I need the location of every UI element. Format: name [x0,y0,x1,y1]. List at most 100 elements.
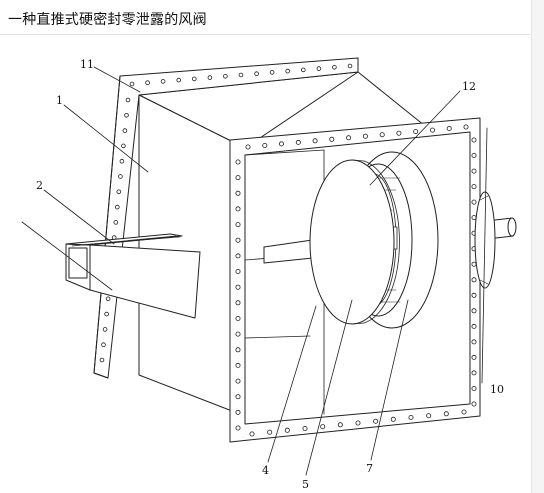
bolt-hole [320,424,326,430]
label-5: 5 [302,478,309,491]
bolt-hole [235,175,241,181]
part-labels: 11 1 2 12 10 4 5 7 [36,58,504,491]
bolt-hole [471,292,477,298]
bolt-hole [119,158,125,164]
bolt-hole [471,401,477,407]
bolt-hole [463,124,469,130]
bolt-hole [116,189,122,195]
bolt-hole [278,141,284,147]
bolt-hole [461,409,467,415]
bolt-hole [235,284,241,290]
page-title: 一种直推式硬密封零泄露的风阀 [8,12,207,28]
bolt-hole [408,414,414,420]
bolt-hole [235,268,241,274]
bolt-hole [355,420,361,426]
bolt-hole [262,142,268,148]
bolt-hole [312,138,318,144]
bolt-hole [443,411,449,417]
bolt-hole [300,67,306,73]
bolt-hole [235,347,241,353]
bolt-hole [295,139,301,145]
bolt-hole [235,222,241,228]
bolt-hole [121,143,126,149]
bolt-hole [125,97,131,103]
bolt-hole [113,220,119,225]
bolt-hole [145,80,150,85]
leader-lines [21,66,488,476]
bolt-hole [235,300,241,306]
bolt-hole [347,63,353,69]
bolt-hole [346,135,352,141]
label-2: 2 [36,179,43,192]
bolt-hole [223,74,228,79]
bolt-hole [269,70,275,75]
bolt-hole [235,362,241,368]
bolt-hole [396,130,402,136]
bolt-hole [471,168,477,174]
bolt-hole [115,204,120,210]
bolt-hole [332,65,337,70]
panel-divider [531,0,532,493]
bolt-hole [329,136,335,142]
bolt-hole [471,199,477,205]
bolt-hole [235,378,241,384]
bolt-hole [379,132,385,138]
bolt-hole [471,354,477,360]
bolt-hole [207,75,213,80]
bolt-hole [316,66,322,71]
bolt-hole [235,331,241,337]
bolt-hole [129,81,135,87]
bolt-hole [429,127,435,133]
bolt-hole [104,311,109,317]
bolt-hole [245,144,251,150]
bolt-hole [337,422,343,428]
title-bar: 一种直推式硬密封零泄露的风阀 [0,0,530,35]
bolt-hole [267,429,273,435]
bolt-hole [101,342,106,348]
bolt-hole [235,237,241,243]
valve-disc [309,159,400,325]
bolt-hole [471,339,477,345]
label-7: 7 [366,462,373,475]
bolt-hole [446,126,452,132]
bolt-hole [235,190,241,196]
bolt-hole [192,76,197,82]
bolt-hole [254,71,259,76]
bolt-hole [471,308,477,314]
bolt-hole [238,72,244,78]
patent-drawing: 11 1 2 12 10 4 5 7 [0,36,530,493]
bolt-hole [235,409,241,415]
bolt-hole [471,370,477,376]
rear-flange [93,57,359,379]
label-12: 12 [462,80,476,93]
bolt-hole [471,385,477,391]
bolt-hole [176,77,182,83]
side-panel [532,0,544,493]
bolt-hole [99,357,105,363]
bolt-hole [124,113,129,118]
bolt-hole [235,159,241,165]
bolt-hole [235,206,241,212]
bolt-hole [426,413,432,419]
bolt-hole [284,427,290,433]
bolt-hole [471,137,477,143]
bolt-hole [471,323,477,329]
bolt-hole [235,315,241,321]
bolt-hole [122,128,128,133]
bolt-hole [471,152,477,158]
bolt-hole [235,394,241,400]
bolt-hole [249,431,255,437]
label-10: 10 [490,383,504,396]
bolt-hole [160,79,166,84]
bolt-hole [118,174,123,179]
bolt-hole [302,425,308,431]
bolt-hole [373,418,379,424]
bolt-hole [471,184,477,190]
bolt-hole [102,327,108,332]
bolt-hole [390,416,396,422]
label-1: 1 [56,94,63,107]
bolt-hole [471,261,477,267]
bolt-hole [235,253,241,259]
bolt-hole [285,68,291,74]
bolt-hole [471,277,477,283]
